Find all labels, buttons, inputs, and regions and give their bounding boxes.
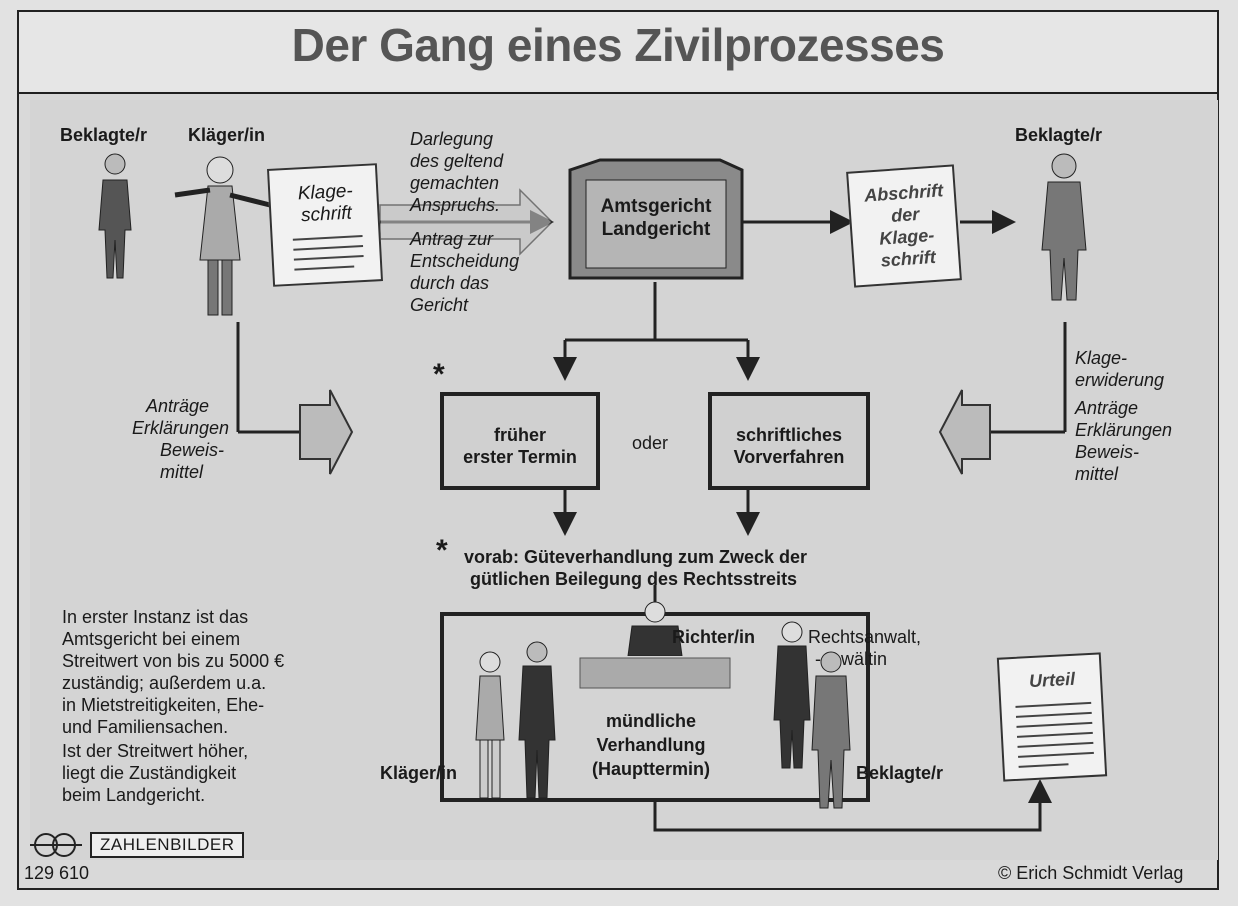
- urteil-label: Urteil: [1028, 668, 1076, 692]
- big-arrow-left: [299, 389, 354, 475]
- star-mark-2: *: [436, 534, 448, 567]
- hearing-anwalt-left-figure: [518, 641, 556, 799]
- hearing-beklagte-figure: [811, 651, 851, 809]
- hearing-klaeger-figure: [475, 651, 505, 799]
- graphic-code: 129 610: [24, 863, 90, 883]
- left-klaeger-label: Kläger/in: [188, 125, 266, 145]
- logo-rings-icon: [30, 833, 82, 857]
- court-building: [568, 158, 744, 280]
- urteil-document: Urteil: [996, 652, 1108, 782]
- page-title: Der Gang eines Zivilprozesses: [291, 19, 945, 71]
- zahlenbilder-logo: ZAHLENBILDER: [28, 832, 245, 858]
- rechtsanwalt-line1: Rechtsanwalt,: [808, 627, 922, 647]
- beklagte-figure-right: [1041, 153, 1087, 301]
- richter-label: Richter/in: [672, 627, 756, 647]
- hearing-line1: mündliche: [605, 711, 696, 731]
- schriftliches-vorverfahren-box: schriftliches Vorverfahren: [708, 392, 870, 490]
- star-mark-1: *: [433, 358, 445, 391]
- copyright: © Erich Schmidt Verlag: [998, 863, 1184, 883]
- abschrift-document: Abschrift der Klage- schrift: [846, 164, 962, 288]
- big-arrow-right: [938, 389, 991, 475]
- title-bar: [17, 10, 1219, 94]
- hearing-line2: Verhandlung: [596, 735, 706, 755]
- court-line2: Landgericht: [601, 219, 711, 240]
- oder-label: oder: [632, 433, 669, 453]
- arrow-hearing-to-urteil: [653, 779, 1052, 832]
- court-line1: Amtsgericht: [600, 196, 712, 217]
- frueher-termin-box: früher erster Termin: [440, 392, 600, 490]
- vorab-line2: gütlichen Beilegung des Rechtsstreits: [470, 569, 798, 589]
- richter-figure: [627, 601, 683, 656]
- logo-text: ZAHLENBILDER: [90, 832, 245, 858]
- hearing-beklagte-label: Beklagte/r: [856, 763, 944, 783]
- hearing-anwalt-right-figure: [773, 621, 811, 769]
- beklagte-figure-left: [98, 153, 132, 279]
- left-beklagte-label: Beklagte/r: [60, 125, 148, 145]
- klageschrift-line2: schrift: [300, 202, 353, 227]
- klaeger-figure-left: [174, 156, 271, 316]
- hearing-line3: (Haupttermin): [592, 759, 710, 779]
- right-beklagte-label: Beklagte/r: [1015, 125, 1103, 145]
- klageschrift-document: Klage- schrift: [266, 163, 384, 287]
- vorab-line1: vorab: Güteverhandlung zum Zweck der: [464, 547, 808, 567]
- hearing-klaeger-label: Kläger/in: [380, 763, 458, 783]
- judge-bench: [579, 657, 731, 689]
